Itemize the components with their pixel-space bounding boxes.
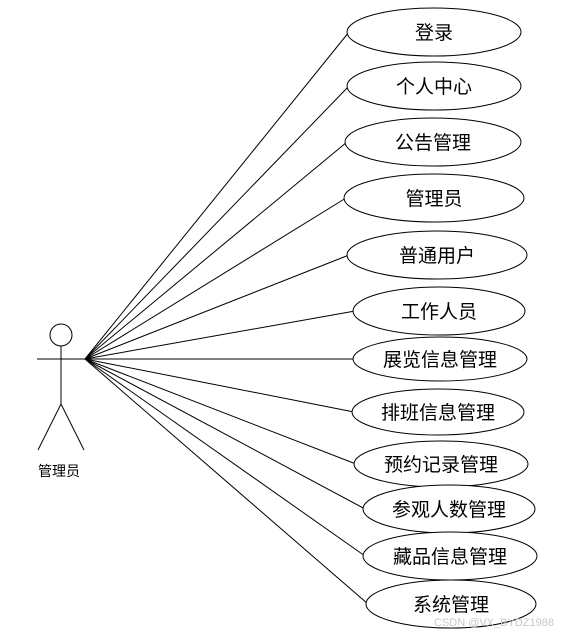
use-case-node: 工作人员 xyxy=(352,286,526,336)
use-case-ellipse xyxy=(343,173,525,223)
use-case-label: 工作人员 xyxy=(401,301,477,323)
association-line xyxy=(84,310,356,360)
use-case-list: 登录个人中心公告管理管理员普通用户工作人员展览信息管理排班信息管理预约记录管理参… xyxy=(343,7,538,629)
use-case-ellipse xyxy=(365,579,537,629)
use-case-ellipse xyxy=(352,336,528,382)
use-case-label: 系统管理 xyxy=(413,594,489,616)
association-line xyxy=(84,141,348,360)
use-case-label: 排班信息管理 xyxy=(381,402,495,424)
use-case-ellipse xyxy=(346,61,522,111)
use-case-node: 藏品信息管理 xyxy=(362,531,538,581)
watermark-text: CSDN @VX_BYDZ1988 xyxy=(434,617,554,629)
use-case-node: 普通用户 xyxy=(346,230,528,280)
use-case-label: 登录 xyxy=(415,22,453,44)
association-line xyxy=(84,358,366,557)
association-lines xyxy=(84,31,369,605)
use-case-label: 藏品信息管理 xyxy=(393,546,507,568)
use-case-node: 登录 xyxy=(346,7,522,57)
use-case-node: 展览信息管理 xyxy=(352,336,528,382)
association-line xyxy=(84,358,369,605)
use-case-node: 预约记录管理 xyxy=(353,440,529,488)
use-case-ellipse xyxy=(346,7,522,57)
use-case-ellipse xyxy=(352,286,526,336)
actor-head xyxy=(49,323,73,347)
use-case-label: 展览信息管理 xyxy=(383,349,497,371)
use-case-label: 公告管理 xyxy=(395,132,471,154)
use-case-label: 参观人数管理 xyxy=(392,499,506,521)
use-case-node: 公告管理 xyxy=(344,117,522,167)
use-case-node: 参观人数管理 xyxy=(362,484,536,534)
use-case-ellipse xyxy=(351,388,525,436)
use-case-ellipse xyxy=(344,117,522,167)
use-case-label: 个人中心 xyxy=(396,76,472,98)
association-line xyxy=(84,358,366,510)
association-line xyxy=(84,197,347,360)
use-case-label: 普通用户 xyxy=(399,245,475,267)
actor-admin: 管理员 xyxy=(37,323,87,480)
association-line xyxy=(84,358,355,413)
association-line xyxy=(84,85,350,360)
use-case-ellipse xyxy=(346,230,528,280)
actor-label: 管理员 xyxy=(38,464,80,480)
use-case-node: 排班信息管理 xyxy=(351,388,525,436)
association-line xyxy=(84,31,350,360)
use-case-node: 管理员 xyxy=(343,173,525,223)
actor-left-leg xyxy=(37,403,62,451)
use-case-node: 个人中心 xyxy=(346,61,522,111)
use-case-node: 系统管理 xyxy=(365,579,537,629)
association-line xyxy=(84,254,350,360)
use-case-label: 管理员 xyxy=(405,188,462,210)
use-case-label: 预约记录管理 xyxy=(384,454,498,476)
association-line xyxy=(84,358,357,465)
actor-right-leg xyxy=(60,403,85,451)
